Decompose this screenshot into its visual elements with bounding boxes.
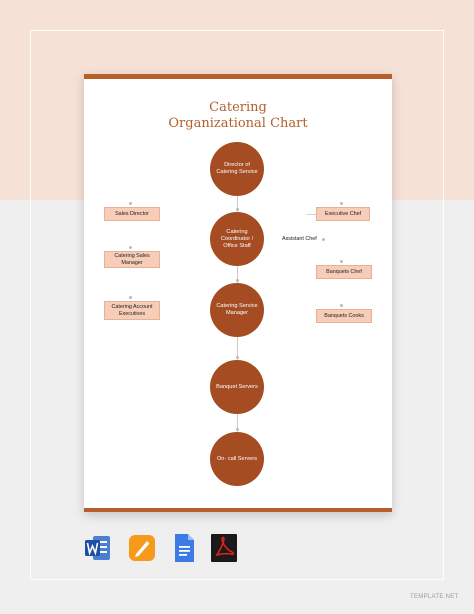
connector-dot <box>129 202 132 205</box>
watermark: TEMPLATE.NET <box>410 594 459 600</box>
document-top-bar <box>84 74 392 79</box>
node-catering-account-executives: Catering Account Executives <box>104 301 160 320</box>
connector-dot <box>129 246 132 249</box>
chart-title-line1: Catering <box>209 100 267 115</box>
node-on-call-servers: On- call Servers <box>210 432 264 486</box>
connector-line <box>306 214 316 215</box>
document-bottom-bar <box>84 508 392 512</box>
node-banquets-cooks: Banquets Cooks <box>316 309 372 323</box>
node-assistant-chef: Assistant Chef <box>282 236 317 242</box>
connector-dot <box>236 428 239 431</box>
connector-dot <box>340 304 343 307</box>
decorative-frame <box>30 30 444 580</box>
node-executive-chef: Executive Chef <box>316 207 370 221</box>
node-sales-director: Sales Director <box>104 207 160 221</box>
pdf-icon[interactable] <box>210 533 238 563</box>
document-preview[interactable]: Catering Organizational Chart Director o… <box>84 74 392 512</box>
node-catering-sales-manager: Catering Sales Manager <box>104 251 160 268</box>
node-director-of-catering-service: Director of Catering Service <box>210 142 264 196</box>
connector-dot <box>322 238 325 241</box>
google-docs-icon[interactable] <box>170 533 198 563</box>
connector-dot <box>236 279 239 282</box>
node-banquet-servers: Banquet Servers <box>210 360 264 414</box>
pages-icon[interactable] <box>128 533 156 563</box>
connector-dot <box>340 202 343 205</box>
chart-title-line2: Organizational Chart <box>168 116 308 131</box>
node-catering-service-manager: Catering Service Manager <box>210 283 264 337</box>
connector-dot <box>236 208 239 211</box>
node-banquets-chef: Banquets Chef <box>316 265 372 279</box>
word-icon[interactable] <box>84 533 112 563</box>
node-catering-coordinator: Catering Coordinator / Office Staff <box>210 212 264 266</box>
connector-dot <box>340 260 343 263</box>
connector-dot <box>236 356 239 359</box>
connector-dot <box>129 296 132 299</box>
